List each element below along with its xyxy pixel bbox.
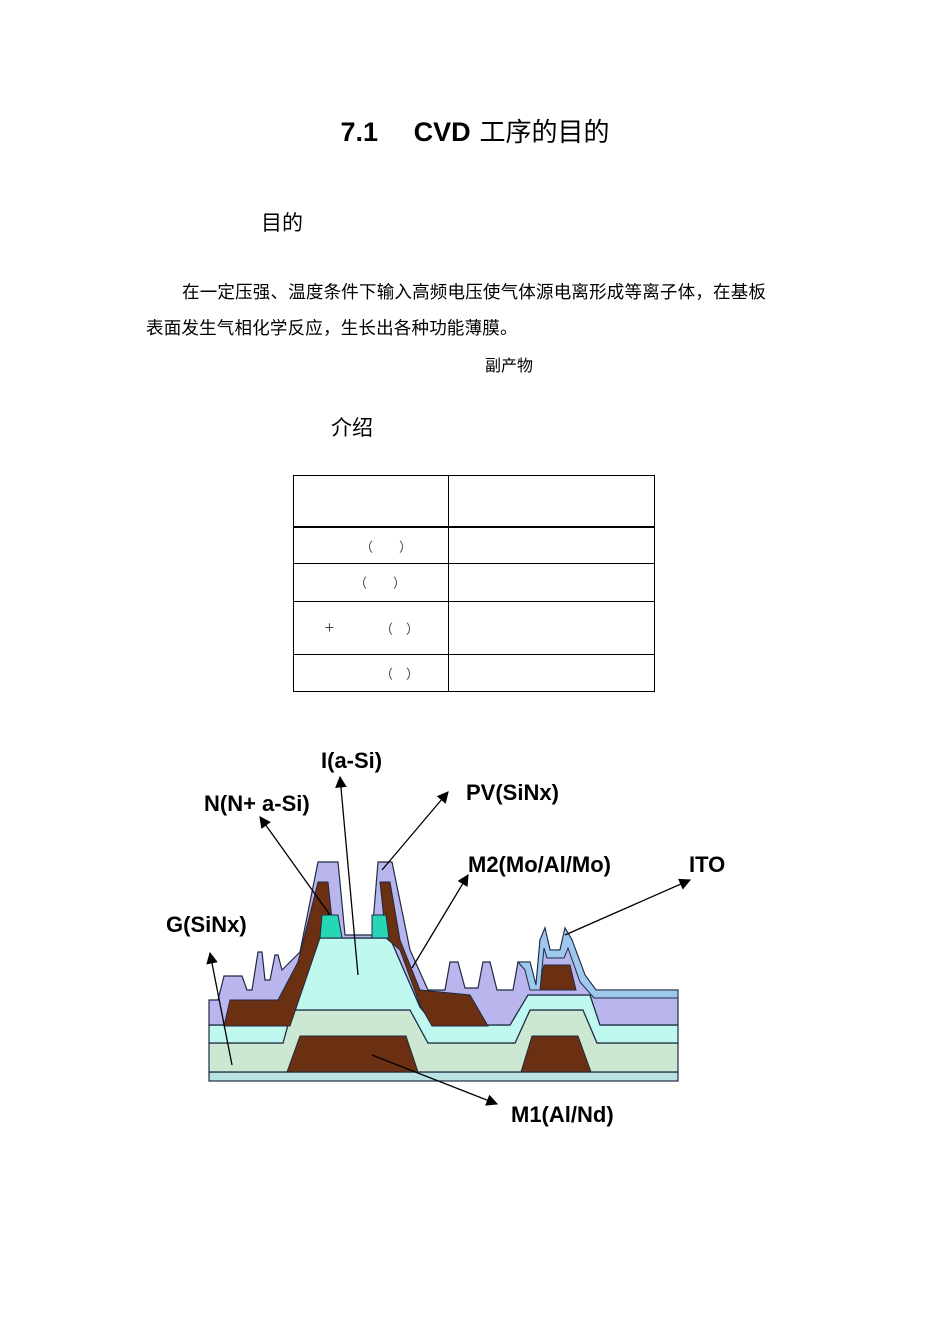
substrate-layer [208,1071,679,1082]
arrow-m1 [371,1054,499,1106]
title-chinese: 工序的目的 [479,118,610,148]
label-g: G(SiNx) [166,912,247,937]
arrow-ito [564,878,692,936]
table-cell: + （ ） [293,600,449,655]
table-cell [293,474,449,528]
m2-pad-right [537,964,577,991]
table-cell [448,563,655,602]
label-pv: PV(SiNx) [466,780,559,805]
m1-gate-left [286,1035,419,1073]
plus-sign: + [324,620,335,636]
table-row: （ ） [293,563,655,602]
table-cell [448,526,655,565]
byproduct-label: 副产物 [485,356,534,375]
paren-placeholder: （ ） [354,576,407,592]
arrow-i-asi [335,775,359,976]
title-number: 7.1 [340,117,378,147]
m1-gate-right [520,1035,592,1073]
paragraph-line-1: 在一定压强、温度条件下输入高频电压使气体源电离形成等离子体，在基板 [182,283,767,303]
m2-source-left [223,881,335,1027]
label-m1: M1(Al/Nd) [511,1102,614,1127]
arrow-g [206,951,233,1066]
title-latin: CVD [413,117,471,147]
table-cell [448,600,655,655]
table-row: + （ ） [293,600,655,655]
m2-drain-right [379,881,489,1027]
section-heading-intro: 介绍 [331,416,373,440]
label-ito: ITO [689,852,725,877]
table-cell [448,474,655,528]
page-title: 7.1 CVD 工序的目的 [0,112,950,149]
table-cell: （ ） [293,563,449,602]
table-row: （ ） [293,653,655,693]
intro-table: （ ） （ ） + （ ） （ ） [293,474,655,693]
n-plus-asi-left [319,914,343,939]
n-plus-asi-right [371,914,390,939]
table-cell [448,653,655,693]
section-heading-purpose: 目的 [261,211,303,235]
arrow-m2 [411,873,469,969]
paren-placeholder: （ ） [380,667,420,683]
paren-placeholder: （ ） [360,540,413,556]
label-m2: M2(Mo/Al/Mo) [468,852,611,877]
table-cell: （ ） [293,526,449,565]
paren-placeholder: （ ） [380,622,420,638]
ito-layer [516,926,679,999]
arrow-pv [381,791,449,871]
paragraph-line-2: 表面发生气相化学反应，生长出各种功能薄膜。 [146,319,518,339]
table-row [293,474,655,528]
label-i-asi: I(a-Si) [321,748,382,773]
label-n-asi: N(N+ a-Si) [204,791,310,816]
tft-cross-section-diagram: I(a-Si) PV(SiNx) N(N+ a-Si) M2(Mo/Al/Mo)… [166,748,725,1127]
table-row: （ ） [293,526,655,565]
table-cell: （ ） [293,653,449,693]
arrow-n-asi [259,816,331,916]
